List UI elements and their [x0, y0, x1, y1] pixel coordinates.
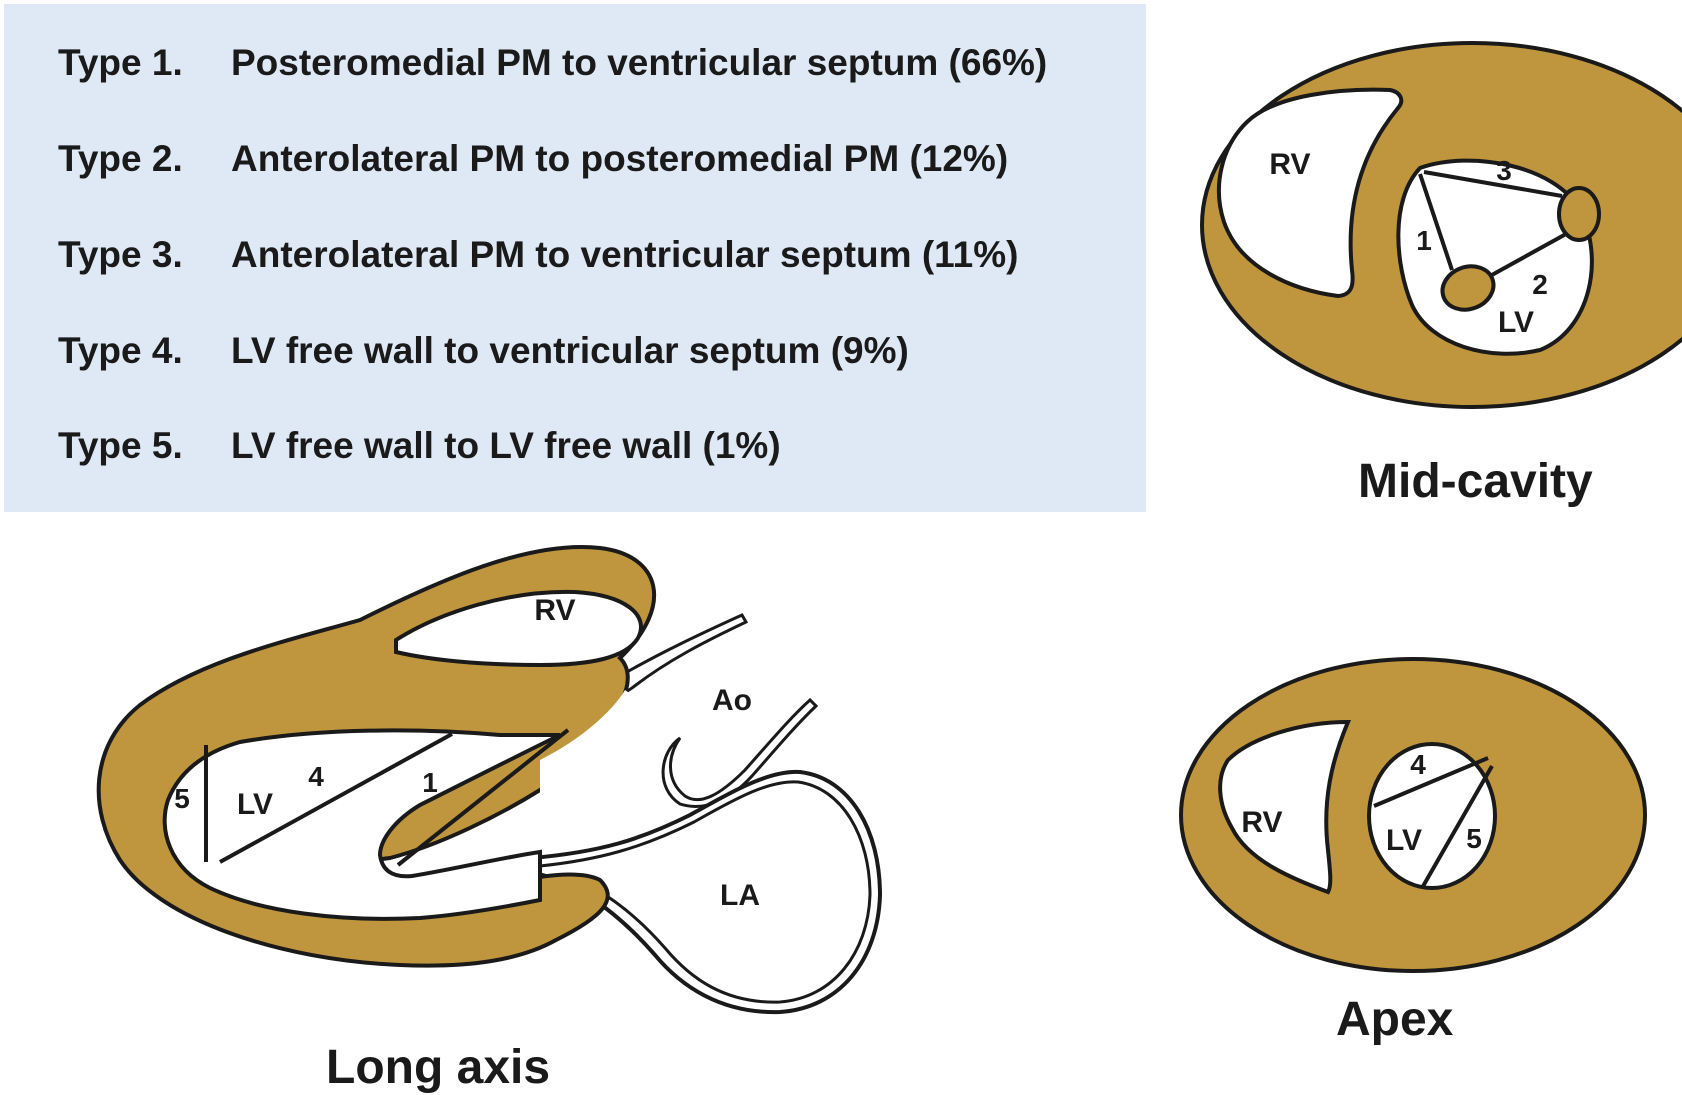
long-axis-view: RV LV Ao LA 5 4 1 [96, 545, 883, 1015]
apex-lv-label: LV [1386, 824, 1422, 857]
long-axis-band-4-label: 4 [308, 761, 324, 792]
mid-cavity-band-2-label: 2 [1532, 269, 1548, 300]
legend-type-description: LV free wall to LV free wall (1%) [231, 425, 781, 466]
mid-cavity-band-1-label: 1 [1416, 225, 1432, 256]
legend-row-type-5: Type 5. LV free wall to LV free wall (1%) [58, 425, 781, 467]
mid-cavity-rv-label: RV [1269, 148, 1310, 181]
legend-type-description: Anterolateral PM to posteromedial PM (12… [231, 138, 1009, 179]
long-axis-band-4 [219, 732, 453, 864]
mid-cavity-lv-label: LV [1498, 306, 1534, 339]
legend-panel [4, 4, 1146, 512]
legend-type-label: Type 4. [58, 330, 183, 371]
apex-rv-label: RV [1241, 806, 1282, 839]
apex-lv-cavity [1367, 742, 1497, 890]
apex-band-4 [1373, 756, 1489, 808]
long-axis-band-1-label: 1 [422, 767, 438, 798]
mid-cavity-lv-cavity [1396, 158, 1594, 356]
mid-cavity-posteromedial-pm [1440, 264, 1496, 312]
long-axis-band-5-label: 5 [174, 783, 190, 814]
legend-row-type-4: Type 4. LV free wall to ventricular septu… [58, 330, 909, 372]
mid-cavity-band-3 [1423, 170, 1563, 198]
mid-cavity-rv-cavity [1216, 87, 1404, 299]
legend-type-label: Type 2. [58, 138, 183, 179]
mid-cavity-band-3-label: 3 [1496, 155, 1512, 186]
mid-cavity-band-2 [1489, 232, 1567, 278]
apex-rv-cavity [1218, 719, 1352, 895]
apex-view: RV LV 4 5 [1179, 657, 1647, 973]
mid-cavity-anterolateral-pm [1557, 186, 1601, 242]
long-axis-lv-outflow [540, 690, 672, 832]
long-axis-left-atrium-inner-wall [539, 780, 872, 1004]
legend-type-description: Anterolateral PM to ventricular septum (… [231, 234, 1019, 275]
long-axis-title: Long axis [326, 1041, 551, 1094]
mid-cavity-band-1 [1418, 173, 1454, 271]
apex-band-5 [1420, 765, 1494, 889]
apex-band-4-label: 4 [1410, 749, 1426, 780]
long-axis-aorta-lower-wall [661, 697, 819, 808]
legend-row-type-1: Type 1. Posteromedial PM to ventricular s… [58, 42, 1047, 84]
mid-cavity-title: Mid-cavity [1358, 455, 1593, 508]
long-axis-ao-label: Ao [712, 684, 752, 717]
apex-title: Apex [1336, 993, 1454, 1046]
apex-band-5-label: 5 [1466, 823, 1482, 854]
legend-row-type-3: Type 3. Anterolateral PM to ventricular s… [58, 234, 1018, 276]
long-axis-lv-cavity [162, 728, 561, 921]
long-axis-la-label: LA [720, 879, 760, 912]
legend-type-label: Type 5. [58, 425, 183, 466]
long-axis-rv-cavity [394, 589, 643, 668]
mid-cavity-view: RV LV 3 1 2 [1200, 41, 1682, 409]
legend-row-type-2: Type 2. Anterolateral PM to posteromedial… [58, 138, 1008, 180]
long-axis-rv-label: RV [534, 594, 575, 627]
long-axis-left-atrium [530, 769, 883, 1015]
legend-type-description: LV free wall to ventricular septum (9%) [231, 330, 909, 371]
legend-type-label: Type 3. [58, 234, 183, 275]
long-axis-band-1 [396, 728, 570, 867]
legend-type-description: Posteromedial PM to ventricular septum (… [231, 42, 1048, 83]
long-axis-lv-label: LV [237, 788, 273, 821]
legend-type-label: Type 1. [58, 42, 183, 83]
